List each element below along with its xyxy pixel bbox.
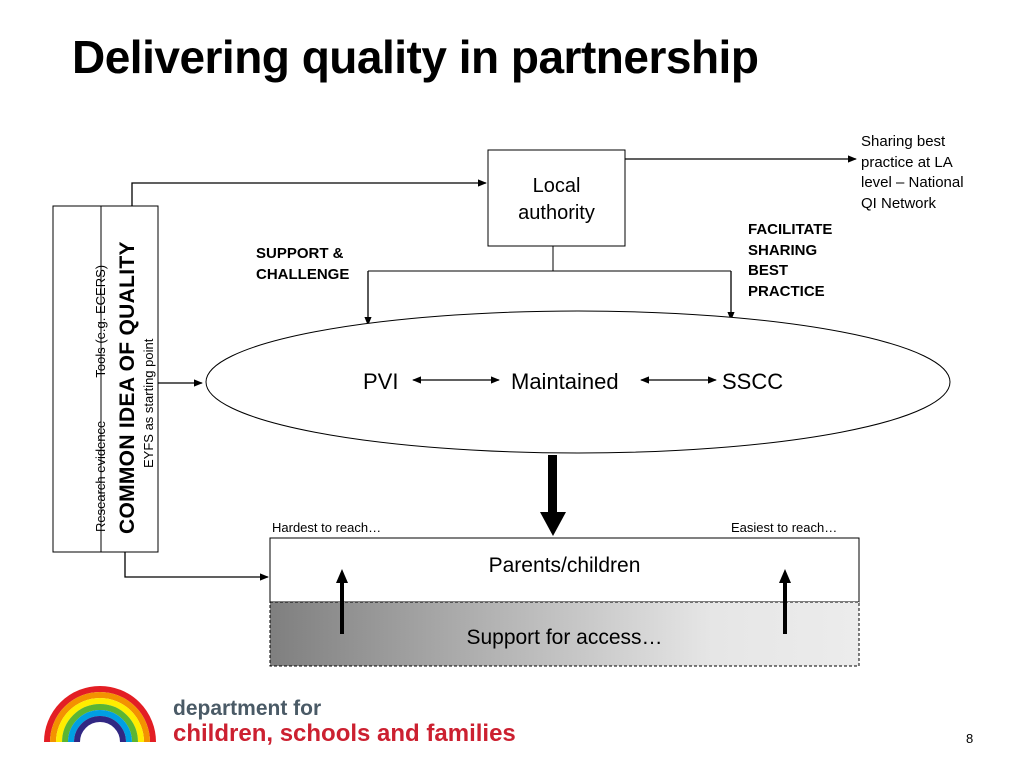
- maintained-label: Maintained: [511, 369, 619, 394]
- right-up-arrow-head: [779, 569, 791, 583]
- facilitate-line1: FACILITATE: [748, 221, 833, 238]
- providers-ellipse: [205, 310, 951, 454]
- tools-line1: Research evidence Tools (e.g. ECERS): [93, 264, 108, 532]
- parents-children-label: Parents/children: [488, 554, 641, 577]
- dept-logo-line2: children, schools and families: [173, 720, 516, 747]
- page-number: 8: [966, 731, 974, 746]
- slide-title: Delivering quality in partnership: [72, 31, 759, 83]
- local-authority-box: [487, 149, 626, 247]
- rainbow-arc: [50, 692, 150, 743]
- rainbow-arc: [44, 686, 156, 743]
- common-idea-box: [100, 205, 159, 553]
- facilitate-line3: BEST: [748, 262, 789, 279]
- tools-line2: EYFS as starting point: [141, 338, 156, 468]
- common-idea-label: COMMON IDEA OF QUALITY: [116, 241, 139, 534]
- thick-down-arrow-shaft: [548, 455, 557, 513]
- local-authority-line1: Local: [532, 175, 581, 197]
- left-up-arrow-shaft: [340, 582, 344, 634]
- rainbow-arc: [62, 704, 138, 743]
- sharing-note: Sharing best practice at LA level – Nati…: [861, 132, 964, 214]
- facilitate-line2: SHARING: [748, 241, 818, 259]
- parents-box: [269, 537, 860, 603]
- tools-box: [52, 205, 102, 553]
- sharing-note-line2: practice at LA: [861, 153, 953, 171]
- rainbow-arc: [56, 698, 144, 743]
- support-for-access-label: Support for access…: [466, 626, 663, 649]
- right-up-arrow-shaft: [783, 582, 787, 634]
- rainbow-arc: [74, 716, 126, 743]
- sharing-note-line4: QI Network: [861, 194, 937, 212]
- hardest-to-reach-label: Hardest to reach…: [272, 520, 382, 535]
- support-box: [269, 601, 860, 667]
- thick-down-arrow-head: [540, 512, 566, 536]
- easiest-to-reach-label: Easiest to reach…: [731, 520, 838, 535]
- support-challenge-line1: SUPPORT &: [256, 245, 344, 262]
- sscc-label: SSCC: [722, 369, 784, 394]
- sidebar-to-parents-arrow: [124, 552, 269, 581]
- left-up-arrow-head: [336, 569, 348, 583]
- local-authority-line2: authority: [518, 202, 595, 224]
- support-challenge-line2: CHALLENGE: [256, 265, 350, 283]
- sidebar-to-la-arrow: [131, 179, 487, 206]
- rainbow-arc: [68, 710, 132, 743]
- sharing-note-line3: level – National: [861, 174, 964, 191]
- local-authority-label: Local authority: [488, 173, 625, 227]
- facilitate-label: FACILITATE SHARING BEST PRACTICE: [748, 220, 832, 302]
- facilitate-line4: PRACTICE: [748, 282, 825, 300]
- rainbow-logo-icon: [44, 686, 156, 743]
- pvi-label: PVI: [363, 369, 399, 394]
- sharing-note-line1: Sharing best: [861, 133, 946, 150]
- dept-logo-line1: department for: [173, 697, 322, 720]
- support-challenge-label: SUPPORT & CHALLENGE: [256, 244, 349, 285]
